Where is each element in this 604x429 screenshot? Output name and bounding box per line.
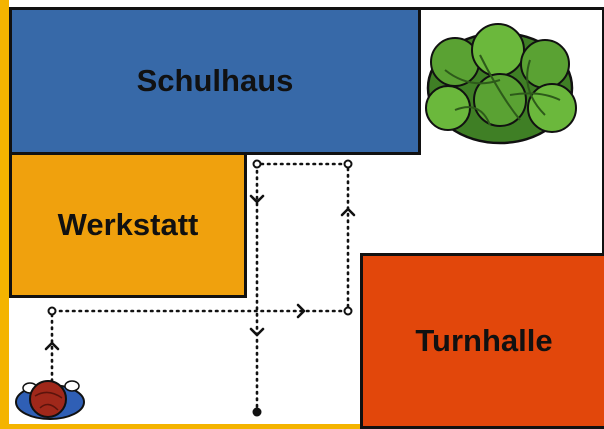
arrow-up-right: [340, 207, 356, 217]
route-path: [50, 162, 350, 411]
bush-icon: [425, 23, 577, 145]
arrow-down-bottom: [249, 327, 265, 337]
label-schulhaus: Schulhaus: [136, 63, 294, 98]
route-arrows: [44, 194, 356, 351]
building-werkstatt: Werkstatt: [9, 152, 247, 298]
route-end-dot: [252, 407, 262, 417]
label-werkstatt: Werkstatt: [57, 207, 199, 242]
label-turnhalle: Turnhalle: [415, 323, 553, 358]
route-waypoints: [47, 159, 353, 316]
arrow-up-left: [44, 341, 60, 351]
arrow-down-top: [249, 194, 265, 204]
child-icon: [15, 380, 85, 420]
building-turnhalle: Turnhalle: [360, 253, 604, 429]
arrow-right-bottom: [296, 303, 306, 319]
